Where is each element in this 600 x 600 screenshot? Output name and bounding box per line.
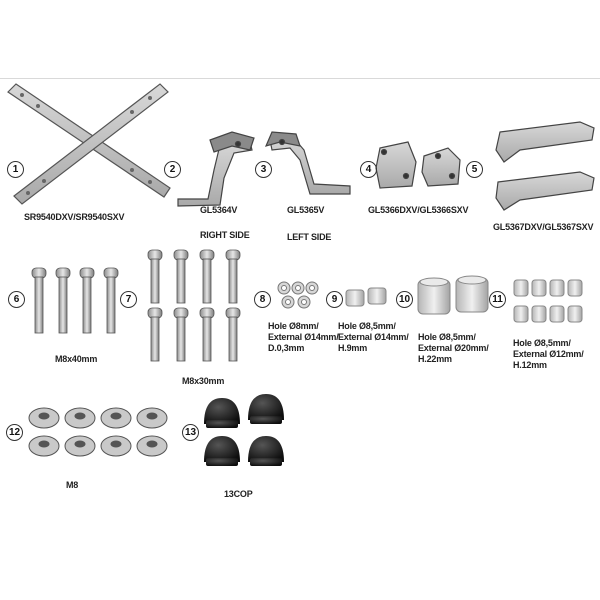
label-part-3-code: GL5365V [287,205,325,215]
label-part-11: Hole Ø8,5mm/ External Ø12mm/ H.12mm [513,338,584,370]
label-part-13: 13COP [224,489,253,499]
part-number-13: 13 [182,424,199,441]
part-2-bracket-right [177,131,255,207]
label-part-8: Hole Ø8mm/ External Ø14mm/ D.0,3mm [268,321,339,353]
part-8-washers [277,281,319,309]
label-part-1: SR9540DXV/SR9540SXV [24,212,125,222]
part-13-caps [204,394,284,466]
part-11-spacers [513,279,583,323]
part-number-6: 6 [8,291,25,308]
label-part-4: GL5366DXV/GL5366SXV [368,205,469,215]
part-7-bolts [147,249,241,362]
part-1-cross-bracket [7,83,171,205]
part-12-nuts [28,407,168,457]
label-part-2-side: RIGHT SIDE [200,230,250,240]
label-part-7: M8x30mm [182,376,225,386]
label-part-10: Hole Ø8,5mm/ External Ø20mm/ H.22mm [418,332,489,364]
part-number-9: 9 [326,291,343,308]
label-part-2-code: GL5364V [200,205,238,215]
part-10-spacers [417,275,489,315]
label-part-9: Hole Ø8,5mm/ External Ø14mm/ H.9mm [338,321,409,353]
part-number-8: 8 [254,291,271,308]
label-part-3-side: LEFT SIDE [287,232,332,242]
part-number-12: 12 [6,424,23,441]
part-number-5: 5 [466,161,483,178]
label-part-6: M8x40mm [55,354,98,364]
part-number-11: 11 [489,291,506,308]
part-number-4: 4 [360,161,377,178]
part-number-10: 10 [396,291,413,308]
label-part-12: M8 [66,480,79,490]
part-6-bolts [31,267,119,334]
part-number-3: 3 [255,161,272,178]
part-9-spacers [345,287,387,307]
part-number-7: 7 [120,291,137,308]
part-5-long-plate [495,121,595,211]
part-number-2: 2 [164,161,181,178]
divider [0,78,600,79]
part-4-plate [375,141,461,189]
part-number-1: 1 [7,161,24,178]
label-part-5: GL5367DXV/GL5367SXV [493,222,594,232]
part-3-bracket-left [264,131,351,195]
